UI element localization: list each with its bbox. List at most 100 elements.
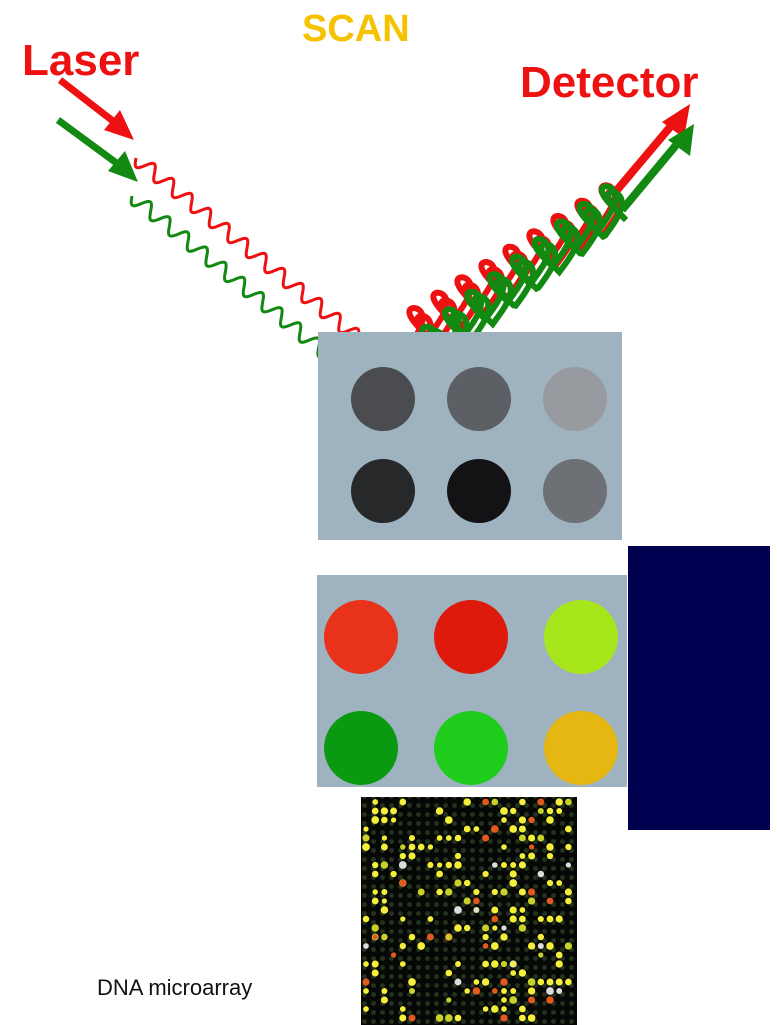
- microarray-spot: [546, 978, 554, 986]
- microarray-spot: [500, 888, 508, 896]
- microarray-spot: [445, 933, 452, 941]
- microarray-spot: [435, 807, 444, 815]
- microarray-spot: [491, 862, 498, 868]
- microarray-spot: [537, 798, 545, 806]
- microarray-spot: [491, 1005, 499, 1013]
- microarray-spot: [408, 987, 416, 995]
- microarray-spot: [518, 888, 526, 896]
- microarray-spot: [381, 889, 388, 895]
- microarray-spot: [509, 825, 518, 833]
- microarray-spot: [399, 1014, 407, 1022]
- microarray-spot: [399, 798, 407, 806]
- microarray-spot: [509, 807, 517, 815]
- microarray-spot: [491, 888, 498, 896]
- microarray-spot: [427, 844, 434, 850]
- microarray-spot: [390, 870, 397, 878]
- spot: [434, 711, 508, 785]
- microarray-spot: [408, 933, 416, 941]
- microarray-spot: [565, 897, 572, 905]
- microarray-spot: [446, 862, 452, 868]
- microarray-spot: [565, 862, 572, 868]
- detector-wave: [423, 189, 629, 378]
- microarray-spot: [482, 943, 489, 949]
- microarray-spot: [363, 988, 369, 994]
- microarray-spot: [371, 816, 380, 824]
- microarray-spot: [546, 942, 554, 950]
- microarray-spot: [380, 996, 388, 1004]
- spot: [351, 459, 415, 523]
- microarray-spot: [564, 942, 573, 950]
- microarray-spot: [509, 870, 517, 878]
- microarray-spot: [546, 843, 554, 851]
- microarray-spot: [454, 1014, 462, 1022]
- microarray-spot: [565, 978, 572, 986]
- microarray-spot: [482, 798, 490, 806]
- microarray-spot: [519, 907, 526, 913]
- spot: [324, 600, 398, 674]
- microarray-spot: [381, 816, 388, 824]
- detector-red-arrow: [608, 117, 680, 199]
- microarray-spots: [362, 798, 573, 1022]
- microarray-spot: [427, 861, 434, 869]
- color-spots: [324, 600, 618, 785]
- microarray-spot: [537, 870, 545, 878]
- microarray-spot: [454, 924, 462, 932]
- microarray-spot: [527, 897, 536, 905]
- microarray-spot: [491, 988, 498, 994]
- microarray-spot: [472, 987, 481, 995]
- microarray-spot: [417, 888, 425, 896]
- scan-title: SCAN: [302, 8, 410, 50]
- microarray-spot: [399, 961, 406, 967]
- detector-red-arrowhead: [662, 104, 690, 138]
- navy-panel: [628, 546, 770, 830]
- spot: [543, 459, 607, 523]
- microarray-spot: [371, 924, 379, 932]
- microarray-spot: [547, 880, 553, 886]
- microarray-spot: [510, 970, 517, 976]
- microarray-spot: [546, 915, 554, 923]
- microarray-spot: [555, 960, 563, 968]
- microarray-spot: [464, 826, 470, 832]
- microarray-spot: [482, 1006, 489, 1012]
- microarray-spot: [500, 1014, 508, 1022]
- microarray-spot: [362, 843, 370, 851]
- microarray-spot: [371, 870, 379, 878]
- microarray-spot: [491, 906, 499, 914]
- microarray-spot: [555, 798, 563, 806]
- microarray-spot: [518, 825, 526, 833]
- microarray-spot: [381, 898, 388, 904]
- microarray-spot: [390, 817, 397, 823]
- spot: [543, 367, 607, 431]
- microarray-spot: [518, 924, 527, 932]
- microarray-spot: [464, 988, 470, 994]
- microarray-spot: [362, 834, 370, 842]
- microarray-spot: [372, 934, 378, 940]
- microarray-spot: [501, 844, 507, 850]
- microarray-spot: [482, 834, 490, 842]
- microarray-spot: [518, 1005, 526, 1013]
- microarray-spot: [565, 798, 572, 806]
- microarray-spot: [527, 978, 536, 986]
- microarray-spot: [546, 897, 554, 905]
- microarray-spot: [426, 933, 434, 941]
- microarray-spot: [491, 960, 499, 968]
- microarray-spot: [445, 835, 452, 841]
- microarray-spot: [399, 879, 407, 887]
- microarray-spot: [546, 816, 554, 824]
- microarray-spot: [380, 843, 388, 851]
- microarray-spot: [435, 1014, 444, 1022]
- microarray-spot: [546, 807, 554, 815]
- detector-wave: [415, 183, 623, 374]
- microarray-spot: [463, 879, 471, 887]
- microarray-spot: [519, 853, 526, 859]
- microarray-spot: [381, 835, 388, 841]
- laser-red-arrowhead: [104, 110, 134, 140]
- microarray-spot: [500, 960, 508, 968]
- microarray-spot: [490, 942, 499, 950]
- microarray-spot: [454, 834, 462, 842]
- microarray-spot: [527, 987, 536, 995]
- microarray-spot: [510, 988, 517, 994]
- microarray-spot: [408, 843, 416, 851]
- microarray-spot: [518, 969, 527, 977]
- microarray-spot: [537, 933, 545, 941]
